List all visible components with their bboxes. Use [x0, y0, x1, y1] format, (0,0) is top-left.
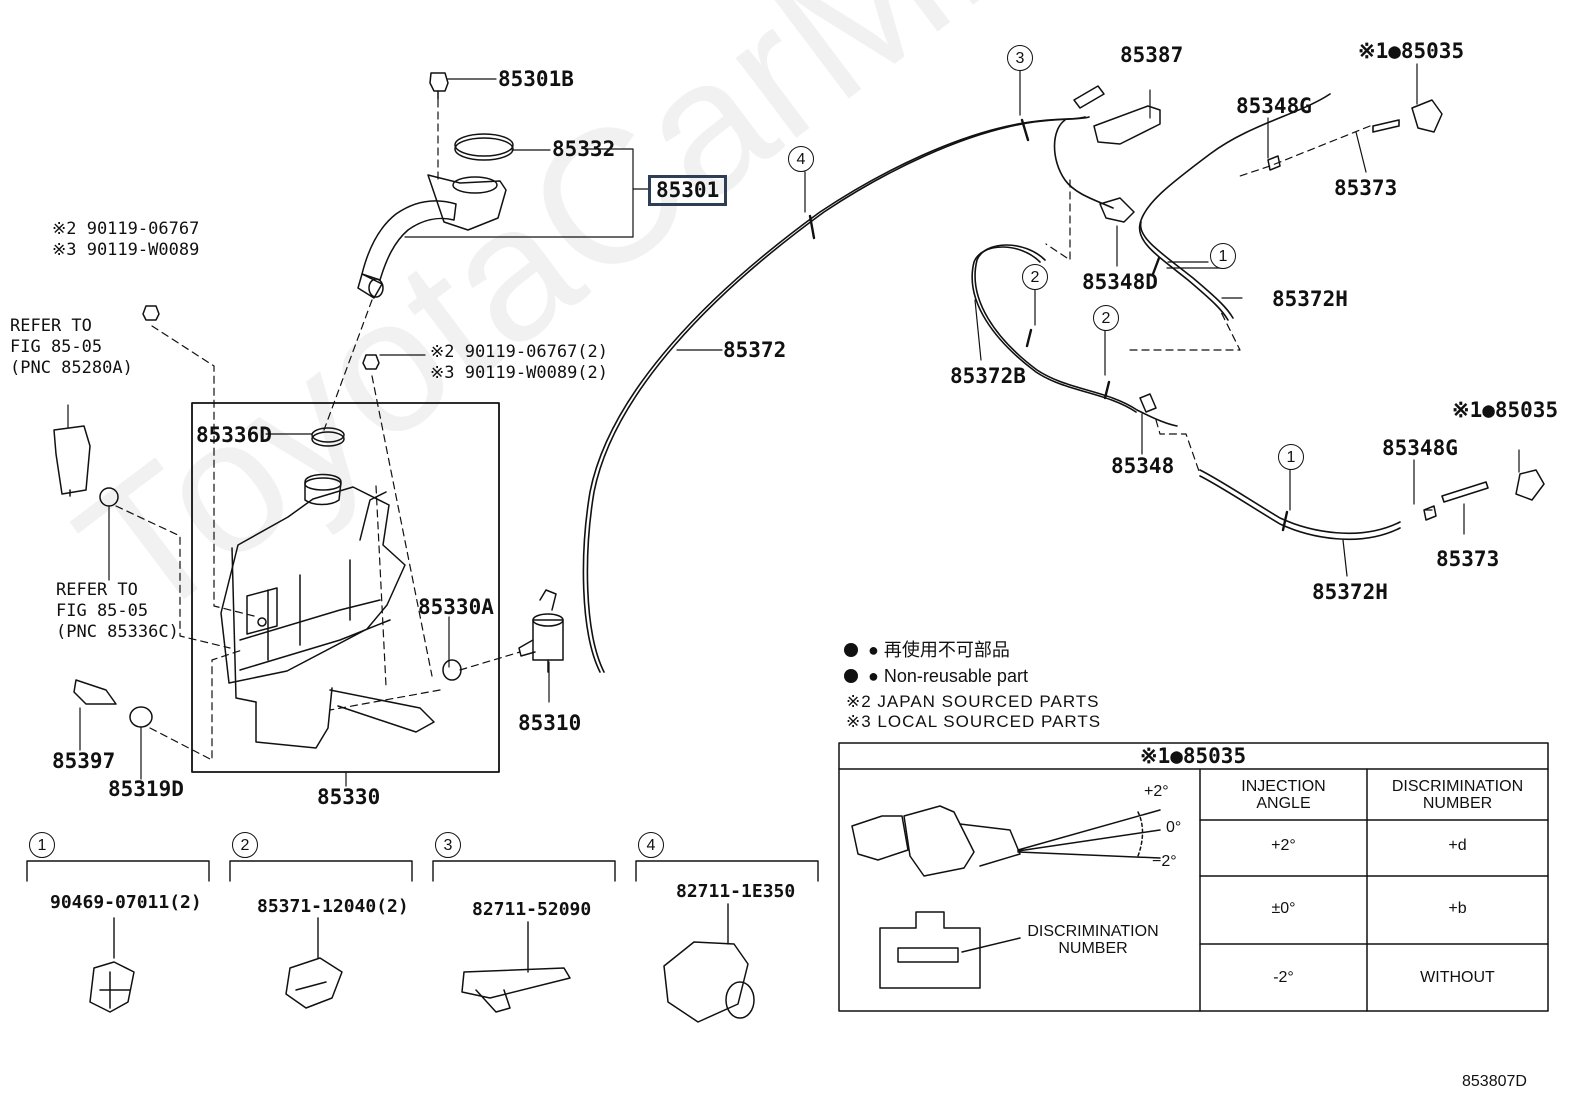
connectors-drawing — [53, 305, 462, 728]
legend-japan-sourced: ※2 JAPAN SOURCED PARTS — [846, 692, 1100, 711]
circled-ref-2: 2 — [1022, 264, 1048, 290]
part-label-85372[interactable]: 85372 — [723, 338, 787, 362]
table-title: ※1●85035 — [1140, 744, 1247, 768]
part-label-85372h-bottom[interactable]: 85372H — [1312, 580, 1388, 604]
filler-neck-drawing — [357, 72, 514, 299]
part-label-85319d[interactable]: 85319D — [108, 777, 184, 801]
reservoir-tank-drawing — [220, 473, 435, 749]
table-cell-angle: ±0° — [1271, 900, 1296, 917]
bottom-clip-drawings — [89, 941, 755, 1023]
bottom-part-85371-12040[interactable]: 85371-12040(2) — [257, 896, 409, 917]
part-label-85310[interactable]: 85310 — [518, 711, 582, 735]
pump-drawing — [518, 589, 564, 673]
legend-non-reusable-jp: ● 再使用不可部品 — [868, 640, 1010, 660]
hose-clips — [808, 118, 1289, 532]
table-cell-angle: +2° — [1271, 837, 1296, 854]
angle-plus-label: +2° — [1144, 783, 1169, 800]
circled-ref-4: 4 — [788, 146, 814, 172]
refer-note-line: FIG 85-05 — [56, 601, 149, 621]
table-cell-number: +d — [1448, 837, 1467, 854]
figure-id: 853807D — [1462, 1073, 1527, 1090]
part-label-90119-06767[interactable]: ※2 90119-06767 — [52, 219, 200, 239]
reservoir-frame — [191, 402, 500, 773]
part-label-85035-top[interactable]: ※1●85035 — [1358, 39, 1465, 63]
circled-ref-1: 1 — [1210, 243, 1236, 269]
bottom-ref-2: 2 — [232, 832, 258, 858]
circled-ref-2: 2 — [1093, 305, 1119, 331]
bottom-ref-1: 1 — [29, 832, 55, 858]
bottom-part-82711-52090[interactable]: 82711-52090 — [472, 899, 592, 920]
part-label-85348g-top[interactable]: 85348G — [1236, 94, 1312, 118]
part-label-85373-mid[interactable]: 85373 — [1436, 547, 1500, 571]
refer-note-line: (PNC 85280A) — [10, 358, 133, 378]
part-label-85348g-mid[interactable]: 85348G — [1382, 436, 1458, 460]
refer-note-line: (PNC 85336C) — [56, 622, 179, 642]
table-nozzle-drawing — [851, 805, 1161, 989]
hose-lines — [582, 93, 1489, 673]
part-label-85301b[interactable]: 85301B — [498, 67, 574, 91]
angle-minus-label: −2° — [1152, 853, 1177, 870]
bottom-ref-4: 4 — [638, 832, 664, 858]
table-cell-angle: -2° — [1273, 969, 1294, 986]
part-label-85035-mid[interactable]: ※1●85035 — [1452, 398, 1559, 422]
part-label-85372b[interactable]: 85372B — [950, 364, 1026, 388]
part-label-85387[interactable]: 85387 — [1120, 43, 1184, 67]
part-label-85373-top[interactable]: 85373 — [1334, 176, 1398, 200]
part-label-85348[interactable]: 85348 — [1111, 454, 1175, 478]
angle-table-grid — [838, 742, 1549, 1012]
part-label-85372h-top[interactable]: 85372H — [1272, 287, 1348, 311]
part-label-85348d[interactable]: 85348D — [1082, 270, 1158, 294]
table-cell-number: WITHOUT — [1420, 969, 1495, 986]
part-label-85301-highlighted[interactable]: 85301 — [648, 175, 728, 206]
part-label-85332[interactable]: 85332 — [552, 137, 616, 161]
bottom-part-90469-07011[interactable]: 90469-07011(2) — [50, 892, 202, 913]
bottom-brackets — [26, 860, 819, 973]
discrimination-number-label: DISCRIMINATION NUMBER — [1027, 923, 1159, 957]
refer-note-line: REFER TO — [56, 580, 138, 600]
circled-ref-1: 1 — [1278, 444, 1304, 470]
refer-note-line: FIG 85-05 — [10, 337, 103, 357]
dashed-guides — [115, 99, 1433, 761]
part-label-85397[interactable]: 85397 — [52, 749, 116, 773]
part-label-85336d[interactable]: 85336D — [196, 423, 272, 447]
circled-ref-3: 3 — [1007, 45, 1033, 71]
part-label-85330[interactable]: 85330 — [317, 785, 381, 809]
legend-local-sourced: ※3 LOCAL SOURCED PARTS — [846, 712, 1102, 731]
part-label-90119-w0089-2[interactable]: ※3 90119-W0089(2) — [430, 363, 609, 383]
table-header-injection-angle: INJECTION ANGLE — [1241, 778, 1326, 812]
bottom-ref-3: 3 — [435, 832, 461, 858]
refer-note-line: REFER TO — [10, 316, 92, 336]
bottom-part-82711-1e350[interactable]: 82711-1E350 — [676, 881, 796, 902]
part-label-85330a[interactable]: 85330A — [418, 595, 494, 619]
table-header-discrimination-number: DISCRIMINATION NUMBER — [1391, 778, 1524, 812]
legend-non-reusable: ● Non-reusable part — [868, 666, 1028, 686]
angle-zero-label: 0° — [1166, 819, 1182, 836]
table-cell-number: +b — [1448, 900, 1467, 917]
part-label-90119-w0089[interactable]: ※3 90119-W0089 — [52, 240, 200, 260]
leader-lines — [67, 63, 1520, 787]
part-label-90119-06767-2[interactable]: ※2 90119-06767(2) — [430, 342, 609, 362]
refer-note-85336c: REFER TO FIG 85-05 (PNC 85336C) — [56, 580, 179, 643]
refer-note-85280a: REFER TO FIG 85-05 (PNC 85280A) — [10, 316, 133, 379]
